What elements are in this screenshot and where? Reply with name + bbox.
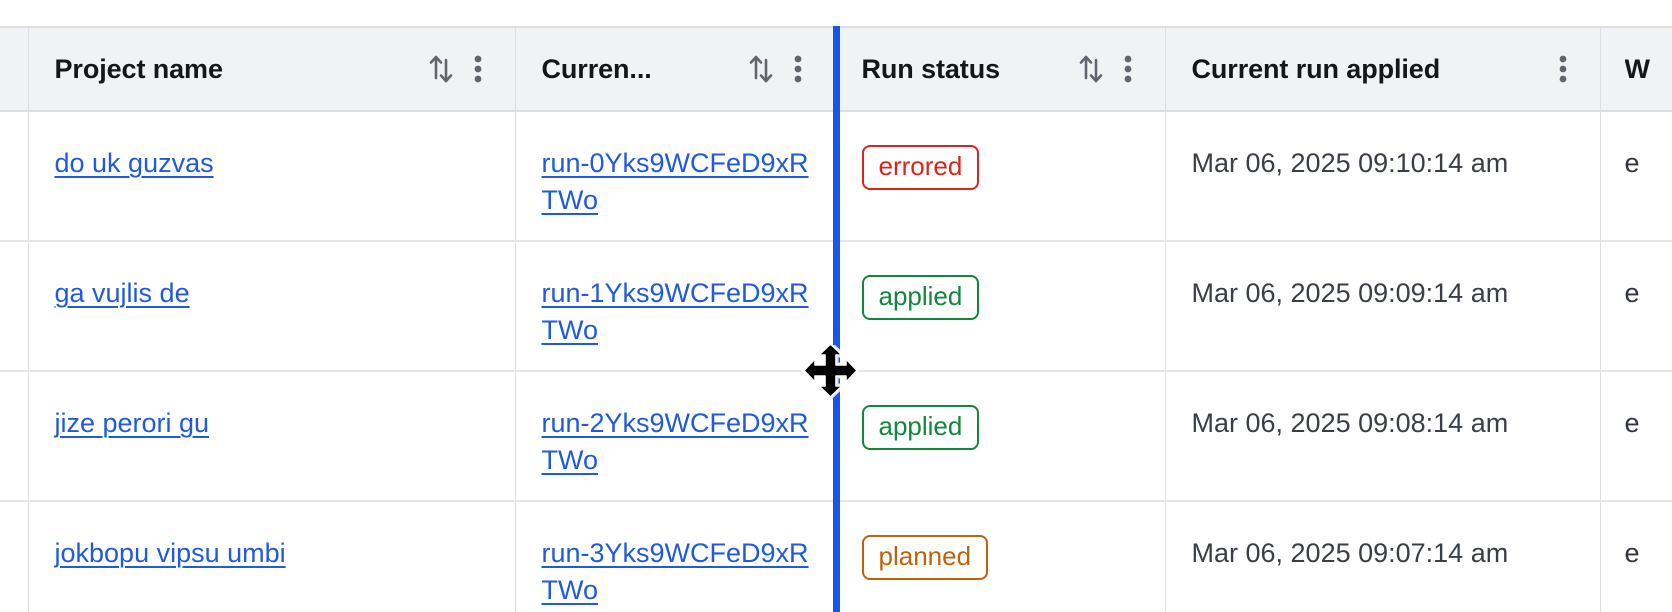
table-row[interactable]: ga vujlis de run-1Yks9WCFeD9xRTWo applie…: [0, 241, 1672, 372]
cell-run-status: errored: [835, 111, 1166, 242]
column-header-current-run-applied[interactable]: Current run applied: [1165, 26, 1601, 112]
table-row[interactable]: do uk guzvas run-0Yks9WCFeD9xRTWo errore…: [0, 111, 1672, 242]
cell-run-status: applied: [835, 371, 1166, 502]
column-menu-icon[interactable]: [1111, 47, 1145, 91]
projects-table: Project name: [0, 26, 1672, 612]
column-header-label-truncated: W: [1624, 53, 1650, 84]
table-row[interactable]: jokbopu vipsu umbi run-3Yks9WCFeD9xRTWo …: [0, 501, 1672, 612]
sort-icon[interactable]: [1071, 47, 1111, 91]
column-header-label-current-run: Curren...: [541, 53, 652, 84]
project-name-link[interactable]: jokbopu vipsu umbi: [54, 538, 286, 568]
column-header-label-run-status: Run status: [861, 53, 1001, 84]
status-badge: applied: [861, 275, 980, 321]
row-gutter: [0, 371, 29, 502]
current-run-link[interactable]: run-3Yks9WCFeD9xRTWo: [541, 538, 809, 606]
applied-timestamp: Mar 06, 2025 09:10:14 am: [1191, 148, 1509, 178]
project-name-link[interactable]: do uk guzvas: [54, 148, 214, 178]
column-header-label-current-run-applied: Current run applied: [1191, 53, 1441, 84]
cell-project-name: jokbopu vipsu umbi: [28, 501, 516, 612]
applied-timestamp: Mar 06, 2025 09:07:14 am: [1191, 538, 1509, 568]
cell-project-name: do uk guzvas: [28, 111, 516, 242]
column-header-run-status[interactable]: Run status: [835, 26, 1166, 112]
sort-icon[interactable]: [741, 47, 781, 91]
cell-current-run-applied: Mar 06, 2025 09:08:14 am: [1165, 371, 1601, 502]
truncated-value: e: [1624, 538, 1640, 568]
table-header: Project name: [0, 26, 1672, 112]
cell-run-status: planned: [835, 501, 1166, 612]
cell-current-run-applied: Mar 06, 2025 09:09:14 am: [1165, 241, 1601, 372]
status-badge: applied: [861, 405, 980, 451]
cell-current-run-applied: Mar 06, 2025 09:10:14 am: [1165, 111, 1601, 242]
project-name-link[interactable]: jize perori gu: [54, 408, 210, 438]
applied-timestamp: Mar 06, 2025 09:08:14 am: [1191, 408, 1509, 438]
cell-truncated: e: [1600, 371, 1672, 502]
row-gutter: [0, 241, 29, 372]
column-menu-icon[interactable]: [1546, 47, 1580, 91]
current-run-link[interactable]: run-1Yks9WCFeD9xRTWo: [541, 278, 809, 346]
cell-current-run: run-3Yks9WCFeD9xRTWo: [515, 501, 836, 612]
table-body: do uk guzvas run-0Yks9WCFeD9xRTWo errore…: [0, 111, 1672, 612]
cell-project-name: jize perori gu: [28, 371, 516, 502]
cell-current-run-applied: Mar 06, 2025 09:07:14 am: [1165, 501, 1601, 612]
cell-run-status: applied: [835, 241, 1166, 372]
current-run-link[interactable]: run-0Yks9WCFeD9xRTWo: [541, 148, 809, 216]
cell-project-name: ga vujlis de: [28, 241, 516, 372]
cell-current-run: run-2Yks9WCFeD9xRTWo: [515, 371, 836, 502]
row-gutter: [0, 501, 29, 612]
project-name-link[interactable]: ga vujlis de: [54, 278, 190, 308]
header-row: Project name: [0, 26, 1672, 112]
applied-timestamp: Mar 06, 2025 09:09:14 am: [1191, 278, 1509, 308]
column-header-truncated[interactable]: W: [1600, 26, 1672, 112]
table-row[interactable]: jize perori gu run-2Yks9WCFeD9xRTWo appl…: [0, 371, 1672, 502]
truncated-value: e: [1624, 278, 1640, 308]
cell-current-run: run-0Yks9WCFeD9xRTWo: [515, 111, 836, 242]
cell-truncated: e: [1600, 111, 1672, 242]
truncated-value: e: [1624, 408, 1640, 438]
status-badge: planned: [861, 535, 989, 581]
column-menu-icon[interactable]: [781, 47, 815, 91]
column-header-project-name[interactable]: Project name: [28, 26, 516, 112]
truncated-value: e: [1624, 148, 1640, 178]
column-header-label-project-name: Project name: [54, 53, 223, 84]
column-menu-icon[interactable]: [461, 47, 495, 91]
status-badge: errored: [861, 145, 980, 191]
row-gutter: [0, 111, 29, 242]
column-header-gutter: [0, 26, 29, 112]
cell-truncated: e: [1600, 501, 1672, 612]
sort-icon[interactable]: [421, 47, 461, 91]
column-header-current-run[interactable]: Curren...: [515, 26, 836, 112]
current-run-link[interactable]: run-2Yks9WCFeD9xRTWo: [541, 408, 809, 476]
cell-current-run: run-1Yks9WCFeD9xRTWo: [515, 241, 836, 372]
cell-truncated: e: [1600, 241, 1672, 372]
